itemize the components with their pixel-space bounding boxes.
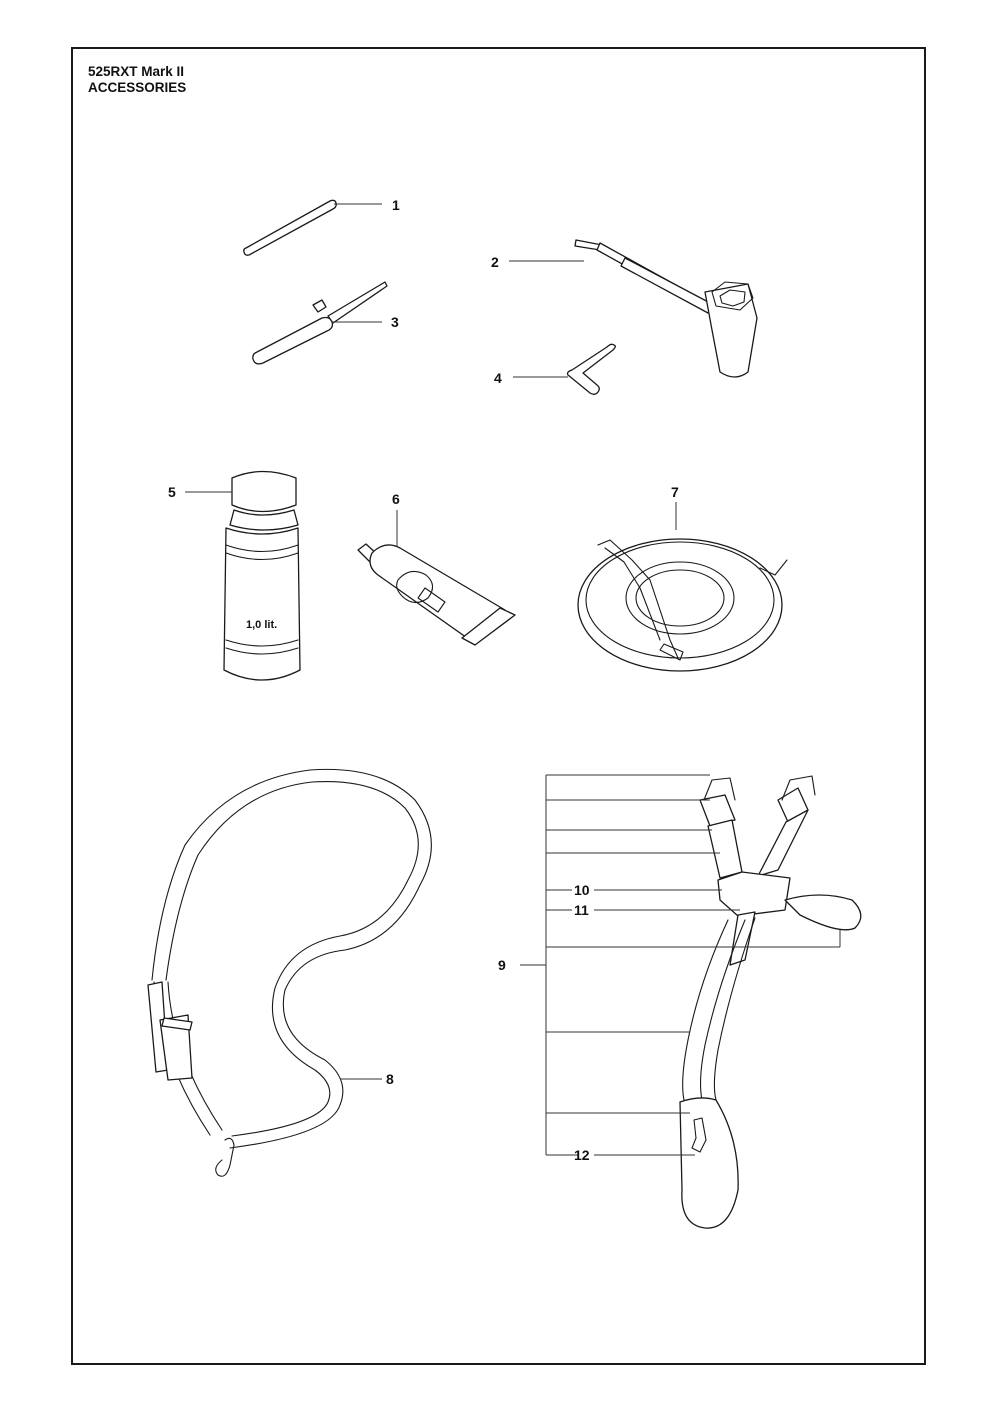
model-title: 525RXT Mark II <box>88 64 185 79</box>
part-label-8: 8 <box>386 1071 394 1087</box>
part-label-6: 6 <box>392 491 400 507</box>
part-2-drawing <box>509 239 758 378</box>
part-label-10: 10 <box>574 882 590 898</box>
part-label-11: 11 <box>574 902 589 918</box>
part-6-drawing <box>357 510 516 646</box>
part-4-drawing <box>513 343 616 395</box>
part-label-5: 5 <box>168 484 176 500</box>
part-label-1: 1 <box>392 197 400 213</box>
bottle-volume-label: 1,0 lit. <box>246 619 277 631</box>
section-title: ACCESSORIES <box>88 80 187 95</box>
part-1-drawing <box>243 199 382 256</box>
part-label-2: 2 <box>491 254 499 270</box>
part-9-bracket <box>520 774 841 1156</box>
part-3-drawing <box>252 281 388 365</box>
part-label-9: 9 <box>498 957 506 973</box>
part-7-drawing <box>577 502 788 672</box>
part-5-drawing: 1,0 lit. <box>185 470 301 681</box>
part-label-4: 4 <box>494 370 502 386</box>
page-frame <box>71 47 926 1365</box>
part-9-drawing <box>679 775 862 1229</box>
part-8-drawing <box>147 768 432 1177</box>
part-label-3: 3 <box>391 314 399 330</box>
part-label-7: 7 <box>671 484 679 500</box>
part-label-12: 12 <box>574 1147 590 1163</box>
